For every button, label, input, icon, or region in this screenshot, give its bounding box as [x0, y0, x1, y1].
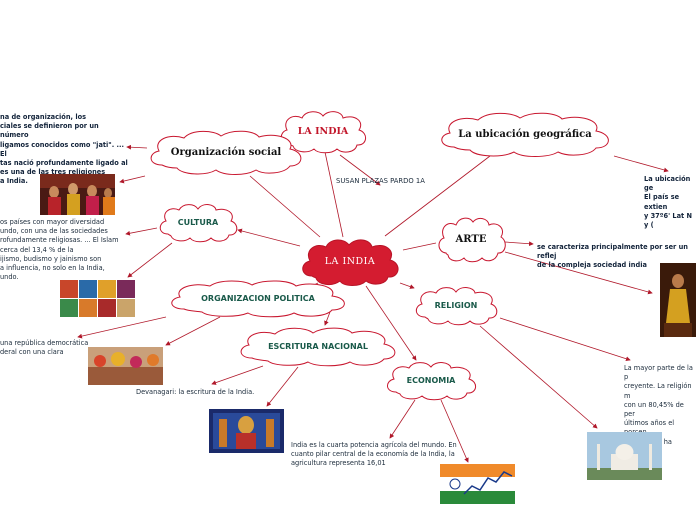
edge-economia-photo — [440, 399, 469, 463]
festival-photo — [88, 347, 163, 385]
dancer-photo — [660, 263, 696, 337]
node-escritura-label: ESCRITURA NACIONAL — [268, 341, 368, 351]
edge-orgsocial-photo — [119, 175, 146, 184]
edge-laindia-author — [339, 154, 381, 186]
temple-deity-photo — [209, 409, 284, 453]
note-line: na de organización, los — [0, 113, 87, 121]
node-organizacion-social-label: Organización social — [170, 146, 282, 158]
note-line: ligamos conocidos como "jati". ... El — [0, 140, 125, 158]
note-line: rofundamente religiosas. ... El Islam — [0, 236, 119, 245]
node-organizacion-politica-label: ORGANIZACION POLITICA — [201, 293, 315, 303]
central-node-label: LA INDIA — [324, 255, 376, 267]
taj-mahal-photo — [587, 432, 662, 480]
edge-center-laindia — [324, 151, 344, 238]
edge-arte-note — [504, 241, 534, 247]
edge-religion-note — [499, 317, 631, 362]
note-economia: India es la cuarta potencia agrícola del… — [291, 441, 461, 469]
note-line: a influencia, no solo en la India, — [0, 264, 105, 273]
edge-politica-note — [77, 316, 167, 339]
note-line: se caracteriza principalmente por ser un… — [537, 243, 688, 261]
node-cultura-label: CULTURA — [177, 217, 219, 227]
edge-center-arte — [402, 242, 437, 251]
node-organizacion-social[interactable]: Organización social — [146, 128, 306, 176]
edge-center-economia — [365, 285, 417, 361]
node-religion[interactable]: RELIGION — [413, 284, 499, 326]
edge-center-ubicacion — [384, 155, 491, 237]
edge-center-religion — [399, 282, 415, 289]
note-escritura: Devanagari: la escritura de la India. — [136, 388, 254, 397]
node-religion-label: RELIGION — [434, 300, 478, 310]
edge-religion-photo — [479, 325, 598, 429]
note-line: con un 80,45% de per — [624, 400, 684, 419]
note-line: de la compleja sociedad india — [537, 261, 647, 270]
node-la-india-title[interactable]: LA INDIA — [277, 108, 369, 154]
note-line: y 37º6' Lat N y ( — [644, 211, 693, 230]
note-cultura: os países con mayor diversidad undo, con… — [0, 218, 124, 282]
edge-center-cultura — [237, 228, 301, 247]
note-line: cerca del 13,4 % de la — [0, 245, 74, 254]
note-line: El país se extien — [644, 193, 680, 211]
edge-escritura-note — [211, 365, 264, 385]
note-line: agricultura representa 16,01 — [291, 459, 386, 468]
node-cultura[interactable]: CULTURA — [157, 201, 239, 243]
dancers-photo — [40, 174, 115, 215]
note-organizacion-social: na de organización, los ciales se defini… — [0, 113, 128, 187]
note-line: tas nació profundamente ligado al — [0, 159, 128, 168]
edge-politica-photo — [165, 316, 221, 346]
node-ubicacion-label: La ubicación geográfica — [458, 128, 592, 140]
node-escritura-nacional[interactable]: ESCRITURA NACIONAL — [236, 325, 400, 367]
node-economia[interactable]: ECONOMIA — [384, 359, 478, 401]
note-line: La mayor parte de la p — [624, 364, 693, 382]
node-la-india-label: LA INDIA — [297, 125, 349, 137]
edge-escritura-photo — [266, 366, 299, 407]
note-line: una república democrática — [0, 339, 89, 347]
culture-collage-photo — [60, 280, 135, 317]
note-line: India es la cuarta potencia agrícola del… — [291, 441, 457, 449]
note-line: creyente. La religión m — [624, 382, 692, 400]
note-line: ciales se definieron por un número — [0, 122, 99, 140]
note-ubicacion: La ubicación ge El país se extien y 37º6… — [644, 175, 696, 230]
note-line: ijismo, budismo y jainismo son — [0, 254, 102, 263]
economy-chart-photo — [440, 464, 515, 504]
edge-cultura-note — [125, 227, 158, 236]
note-line: Devanagari: la escritura de la India. — [136, 388, 255, 396]
note-line: undo, con una de las sociedades — [0, 227, 108, 236]
edge-arte-photo — [504, 251, 653, 295]
edge-ubicacion-note — [613, 155, 669, 173]
note-line: a India. — [0, 177, 28, 186]
author-label: SUSAN PLAZAS PARDO 1A — [336, 177, 425, 185]
node-ubicacion-geografica[interactable]: La ubicación geográfica — [436, 110, 614, 158]
note-line: cuanto pilar central de la economía de l… — [291, 450, 455, 459]
note-line: La ubicación ge — [644, 175, 691, 193]
node-arte[interactable]: ARTE — [436, 215, 506, 263]
central-node-la-india[interactable]: LA INDIA — [298, 236, 402, 286]
note-line: deral con una clara — [0, 348, 64, 357]
node-organizacion-politica[interactable]: ORGANIZACION POLITICA — [166, 278, 350, 318]
note-line: es una de las tres religiones — [0, 168, 106, 177]
note-line: os países con mayor diversidad — [0, 218, 105, 226]
node-economia-label: ECONOMIA — [406, 375, 456, 385]
edge-center-orgsocial — [249, 175, 321, 238]
edge-politica-escritura — [324, 311, 331, 326]
node-arte-label: ARTE — [455, 233, 487, 245]
note-organizacion-politica: una república democrática deral con una … — [0, 339, 100, 357]
note-arte: se caracteriza principalmente por ser un… — [537, 243, 696, 271]
edge-economia-note — [389, 399, 416, 439]
edge-cultura-photo — [127, 242, 173, 278]
edge-orgsocial-note — [126, 144, 148, 150]
note-line: undo. — [0, 273, 19, 282]
